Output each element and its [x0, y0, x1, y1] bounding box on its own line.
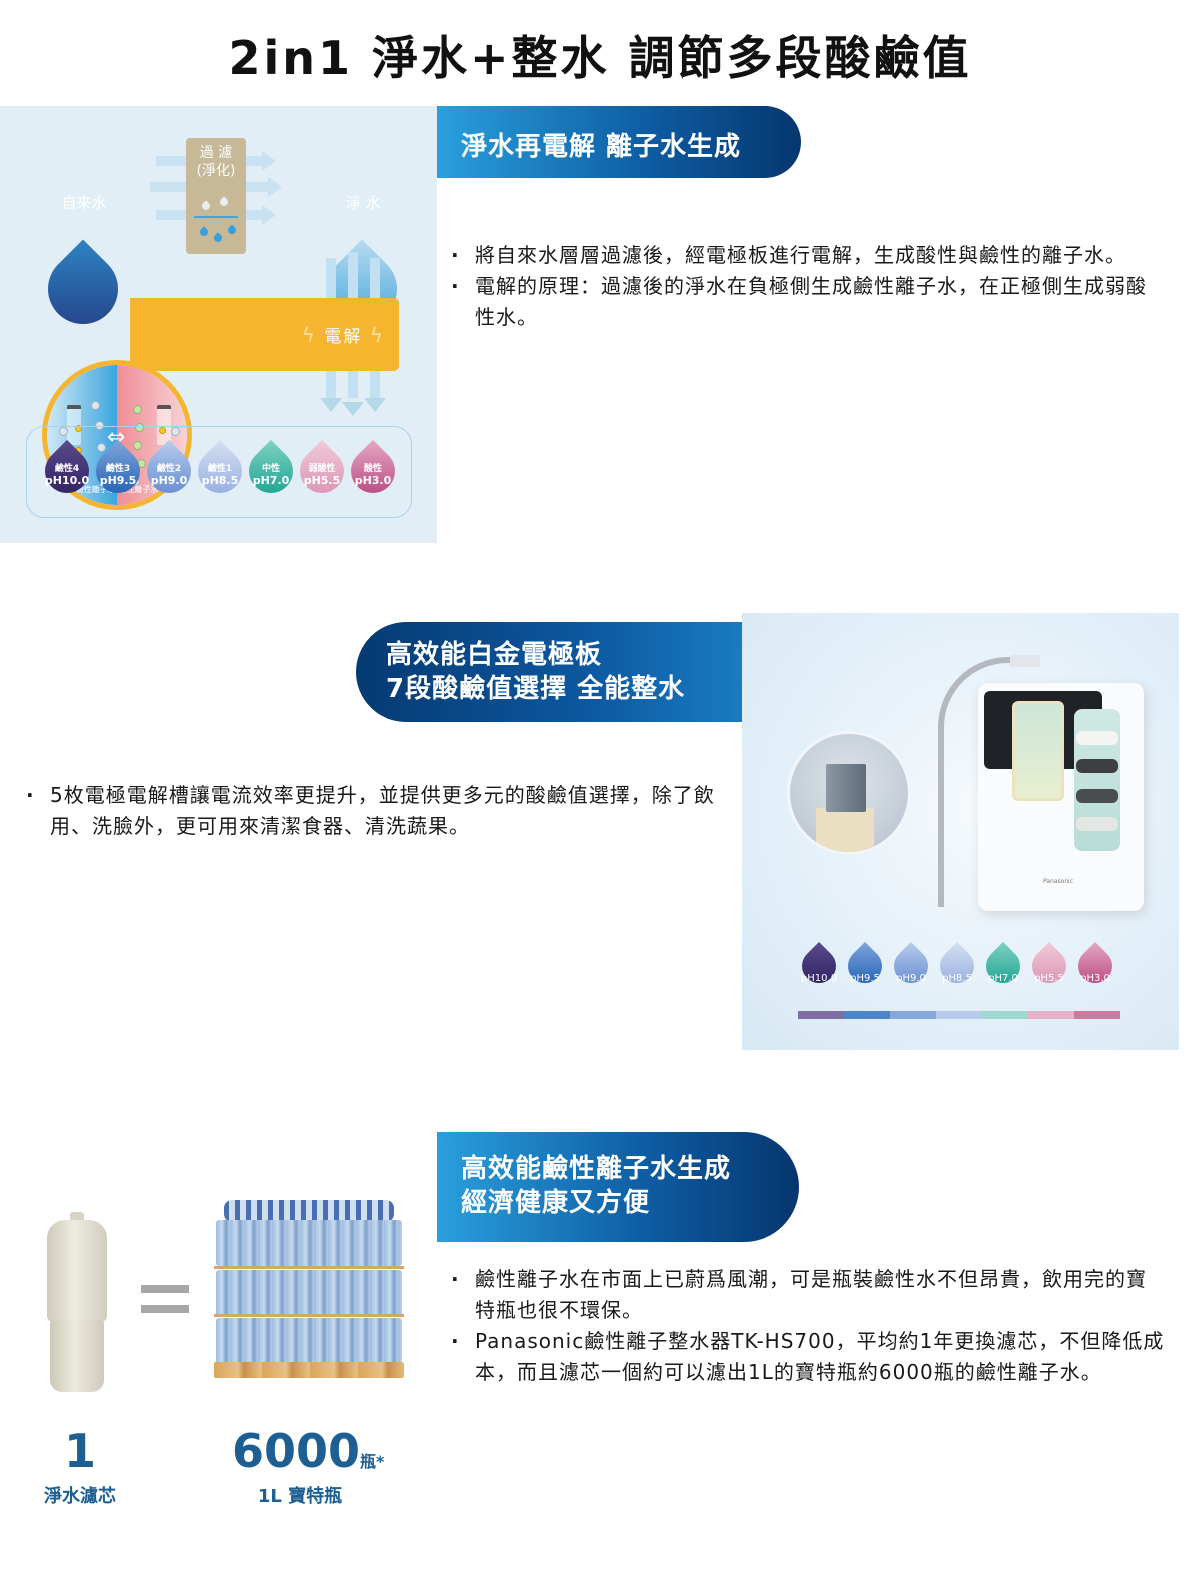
ph-level-value: pH9.5 [850, 973, 880, 984]
electrolysis-cell [1012, 701, 1064, 801]
filter-sublabel: (淨化) [196, 163, 236, 179]
ph-level-value: pH3.0 [354, 474, 392, 487]
filter-label: 過 濾 [199, 145, 233, 161]
section3-heading-line1: 高效能鹼性離子水生成 [461, 1154, 732, 1184]
bottle-unit: 瓶* [360, 1452, 385, 1471]
brand-logo: Panasonic [1042, 878, 1074, 885]
positive-electrode [157, 405, 171, 445]
filter-box: 過 濾 (淨化) [186, 138, 246, 254]
section1-banner: 淨水再電解 離子水生成 [437, 106, 801, 178]
tap-water-label: 自來水 [61, 194, 107, 212]
bullet-item: Panasonic鹼性離子整水器TK-HS700，平均約1年更換濾芯，不但降低成… [447, 1326, 1167, 1388]
lightning-icon: ϟ [301, 323, 317, 347]
ph-level-value: pH8.5 [201, 474, 239, 487]
water-droplet-icon [212, 232, 224, 244]
negative-electrode [67, 405, 81, 445]
bottle-pallet-image [214, 1200, 404, 1382]
ph-level-value: pH9.0 [896, 973, 926, 984]
section3-banner: 高效能鹼性離子水生成 經濟健康又方便 [437, 1132, 799, 1242]
equals-icon [141, 1285, 189, 1325]
ph-level-name: 鹼性2 [156, 464, 182, 474]
ph-level-value: pH5.5 [303, 474, 341, 487]
section2-heading-line1: 高效能白金電極板 [386, 640, 603, 670]
ph-level-value: pH9.0 [150, 474, 188, 487]
ph-level-name: 鹼性1 [207, 464, 233, 474]
section3-bullets: 鹼性離子水在市面上已蔚爲風潮，可是瓶裝鹼性水不但昂貴，飲用完的寶特瓶也很不環保。… [447, 1264, 1167, 1388]
ph-level-name: 鹼性4 [54, 464, 80, 474]
section1-bullets: 將自來水層層過濾後，經電極板進行電解，生成酸性與鹼性的離子水。 電解的原理：過濾… [447, 240, 1147, 333]
bottle-caption: 1L 寶特瓶 [257, 1486, 343, 1507]
filter-column [1074, 709, 1120, 851]
water-droplet-icon [226, 224, 238, 236]
acidic-water-label: 酸性離子水 [118, 485, 159, 494]
water-ionizer-unit: Panasonic [978, 683, 1144, 911]
water-droplet-icon [198, 226, 210, 238]
wooden-pallet [214, 1362, 404, 1378]
filter-membrane [194, 216, 238, 218]
bullet-item: 5枚電極電解槽讓電流效率更提升，並提供更多元的酸鹼值選擇，除了飲用、洗臉外，更可… [22, 780, 742, 842]
page-title: 2in1 淨水+整水 調節多段酸鹼值 [228, 31, 972, 85]
down-arrow-icon [364, 398, 386, 412]
alkaline-water-label: 鹼性離子水 [75, 485, 116, 494]
ph-level-value: pH8.5 [942, 973, 972, 984]
water-droplet-icon [200, 200, 212, 212]
ph-level-name: 鹼性3 [105, 464, 131, 474]
ph-level-value: pH7.0 [252, 474, 290, 487]
product-image: Panasonic pH10.0 pH9.5 pH9.0 pH8.5 pH7.0 pH5.… [742, 613, 1179, 1050]
clean-water-label: 淨 水 [345, 194, 381, 212]
section2-heading-line2: 7段酸鹼值選擇 全能整水 [386, 674, 686, 704]
ph-level-value: pH10.0 [44, 474, 90, 487]
filter-cartridge-image [44, 1212, 110, 1392]
ph-level-name: 酸性 [363, 464, 382, 474]
down-arrow-icon [320, 398, 342, 412]
water-droplet-icon [218, 196, 230, 208]
ph-color-bar [844, 1011, 890, 1019]
lightning-icon: ϟ [369, 323, 385, 347]
down-arrow-icon [342, 402, 364, 416]
tap-water-drop-icon [33, 239, 133, 339]
electrolysis-band: ϟ 電解 ϟ [130, 298, 399, 371]
ph-color-bar [890, 1011, 936, 1019]
ph-level-row: pH10.0 pH9.5 pH9.0 pH8.5 pH7.0 pH5.5 pH3.0 [794, 941, 1128, 1025]
electrode-plate-inset [787, 731, 911, 855]
bullet-item: 電解的原理：過濾後的淨水在負極側生成鹼性離子水，在正極側生成弱酸性水。 [447, 271, 1147, 333]
ph-level-value: pH10.0 [800, 973, 838, 984]
bullet-item: 將自來水層層過濾後，經電極板進行電解，生成酸性與鹼性的離子水。 [447, 240, 1147, 271]
cartridge-count: 1 [63, 1424, 96, 1478]
electrolysis-label: 電解 [324, 327, 363, 347]
electrolysis-diagram: 自來水 過 濾 (淨化) 淨 水 ϟ 電解 ϟ [0, 106, 437, 543]
section3-heading-line2: 經濟健康又方便 [461, 1188, 651, 1218]
bullet-item: 鹼性離子水在市面上已蔚爲風潮，可是瓶裝鹼性水不但昂貴，飲用完的寶特瓶也很不環保。 [447, 1264, 1167, 1326]
ph-level-value: pH9.5 [99, 474, 137, 487]
ph-color-bar [1074, 1011, 1120, 1019]
ph-color-bar [936, 1011, 982, 1019]
ph-color-bar [1028, 1011, 1074, 1019]
section1-heading: 淨水再電解 離子水生成 [461, 132, 742, 162]
section2-bullets: 5枚電極電解槽讓電流效率更提升，並提供更多元的酸鹼值選擇，除了飲用、洗臉外，更可… [22, 780, 742, 842]
electrode-plates [826, 764, 866, 812]
ph-level-value: pH3.0 [1080, 973, 1110, 984]
bottle-count: 6000 [231, 1424, 361, 1478]
ph-level-value: pH7.0 [988, 973, 1018, 984]
ph-level-name: 弱酸性 [308, 464, 336, 474]
ph-level-name: 中性 [261, 464, 280, 474]
cartridge-caption: 淨水濾芯 [44, 1486, 116, 1507]
ph-color-bar [798, 1011, 844, 1019]
section2-banner: 高效能白金電極板 7段酸鹼值選擇 全能整水 [356, 622, 744, 722]
ph-level-value: pH5.5 [1034, 973, 1064, 984]
ph-color-bar [982, 1011, 1028, 1019]
